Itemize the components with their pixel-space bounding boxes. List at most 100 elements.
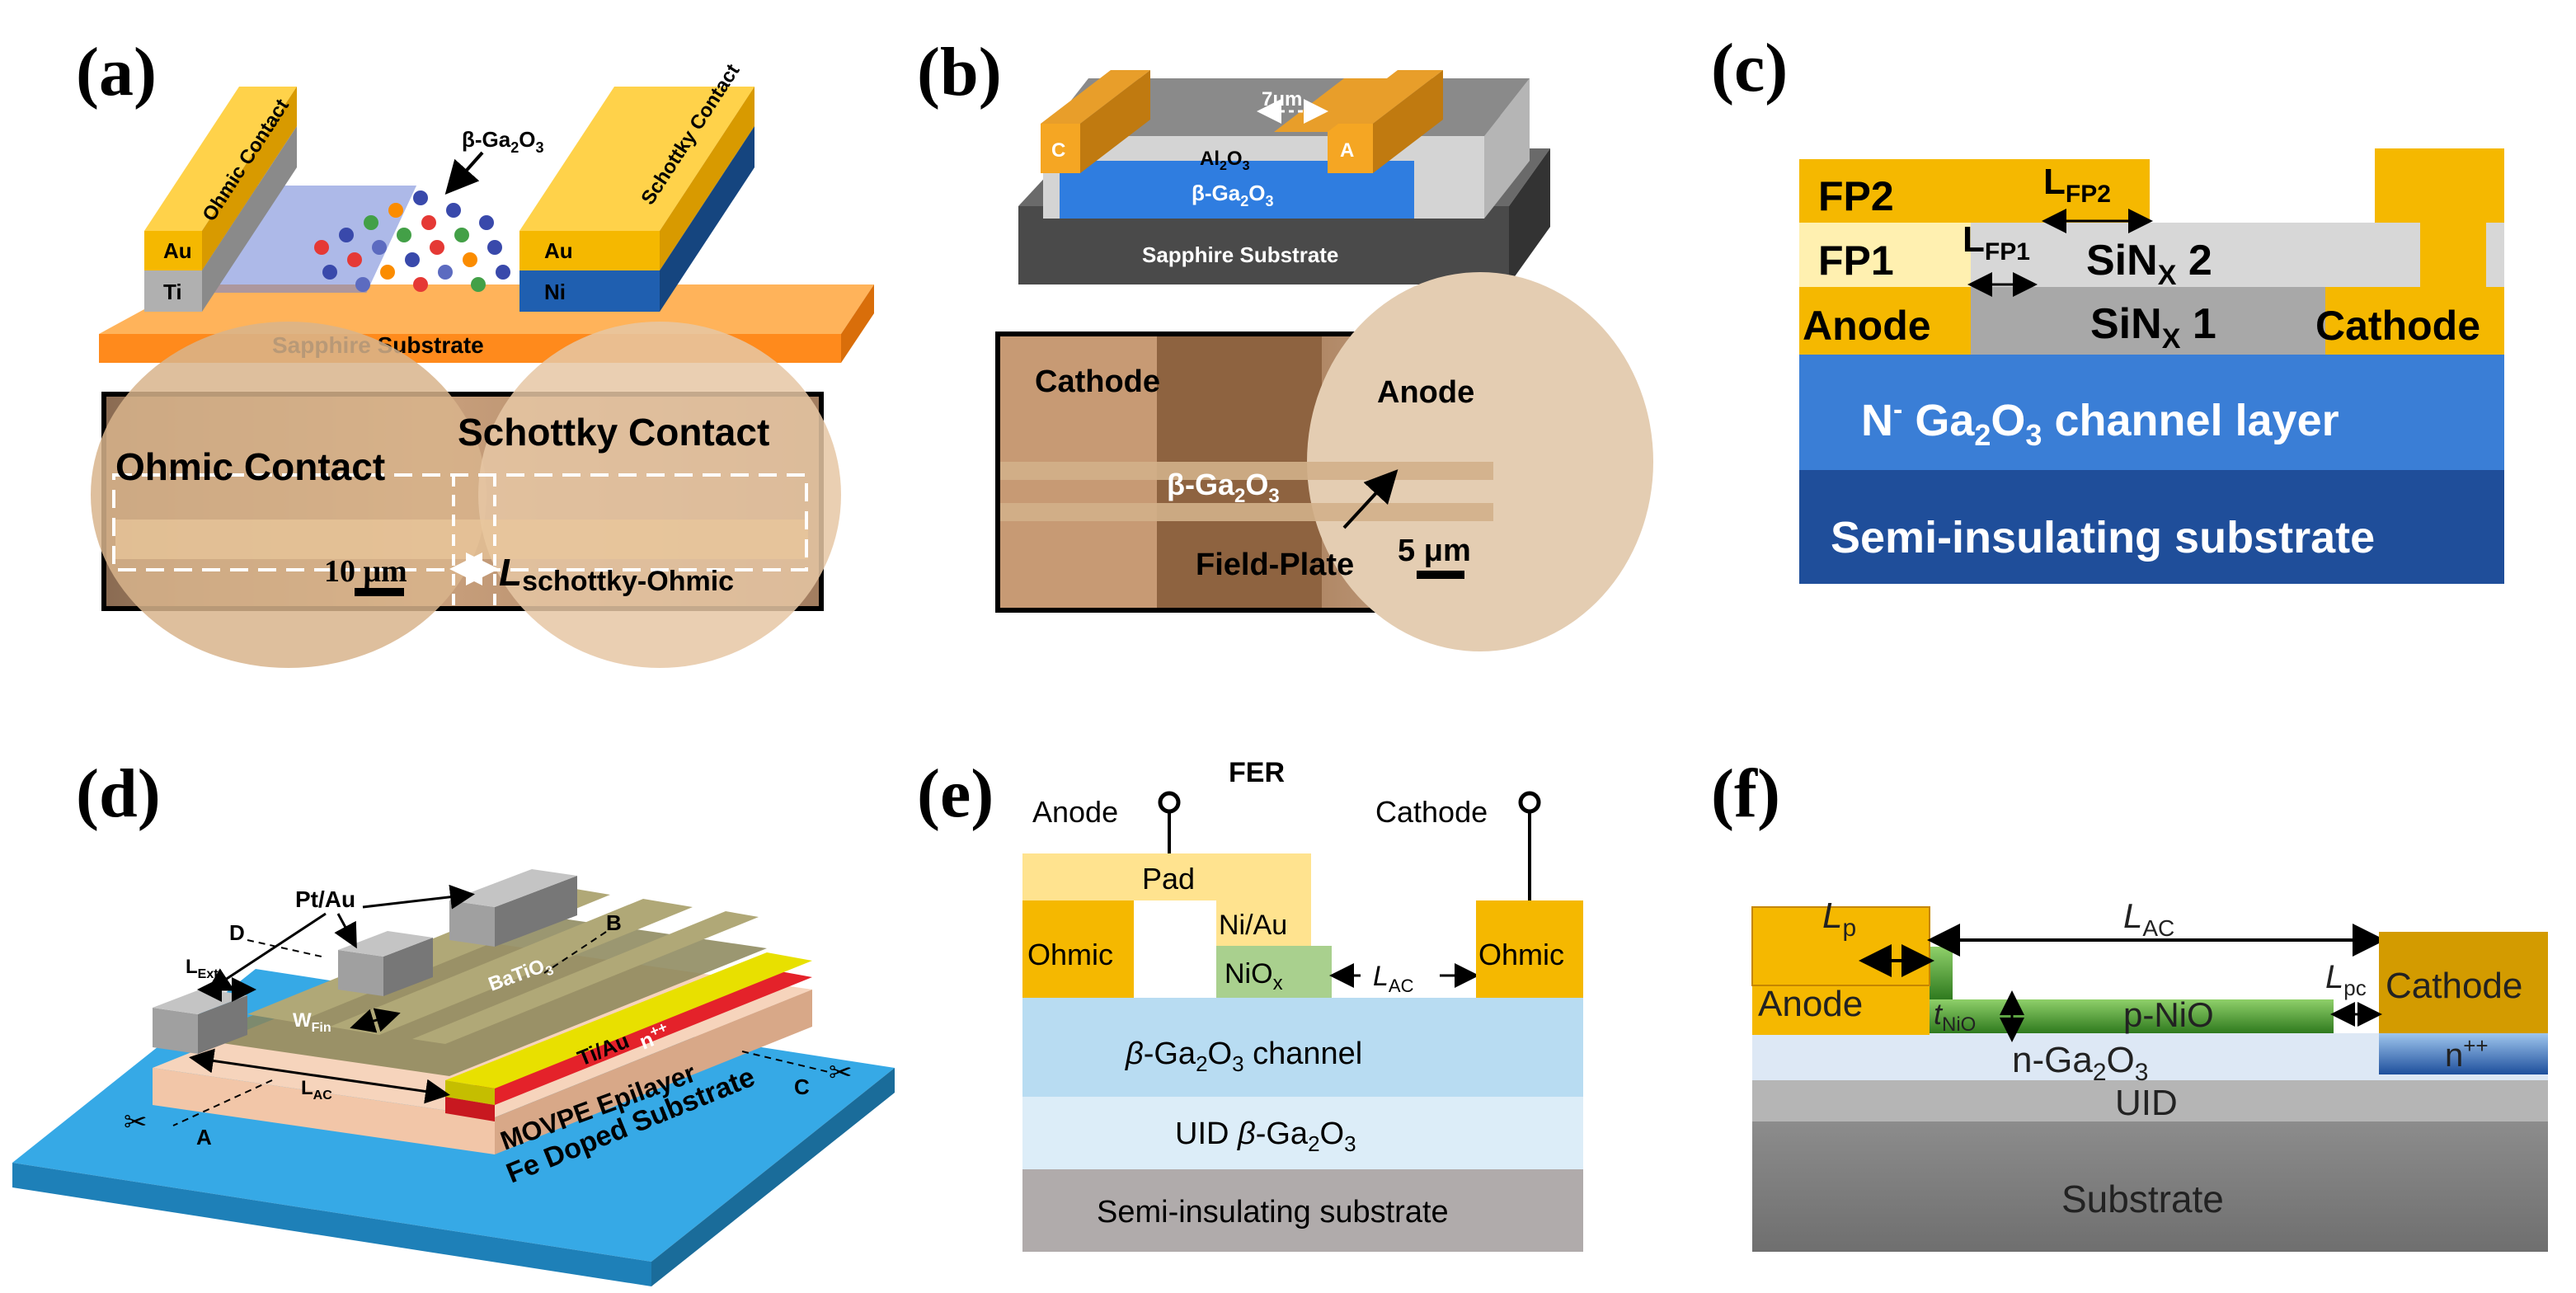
panel-a-label: (a) xyxy=(76,34,157,110)
d-scissors-c: ✂ xyxy=(829,1057,853,1088)
f-pnio xyxy=(1862,999,2334,1033)
b-gap-label: 7μm xyxy=(1262,88,1302,110)
e-pad xyxy=(1022,853,1311,900)
c-sinx1-label: SiNX 1 xyxy=(2090,300,2216,355)
e-substrate xyxy=(1022,1169,1583,1252)
c-sinx1 xyxy=(1971,287,2325,355)
panel-d-label: (d) xyxy=(76,755,161,832)
a-ga2o3-label: β-Ga2O3 xyxy=(462,127,543,156)
b-electrode-c-label: C xyxy=(1051,139,1065,162)
e-niox-label: NiOx xyxy=(1225,958,1283,994)
e-fer-label: FER xyxy=(1229,757,1285,788)
f-cathode xyxy=(2379,932,2548,1033)
panel-f-label: (f) xyxy=(1711,755,1780,832)
e-niox xyxy=(1216,946,1332,998)
a-photo-schottky-label: Schottky Contact xyxy=(458,411,769,454)
f-anode-label: Anode xyxy=(1758,984,1863,1024)
b-photo-cathode-label: Cathode xyxy=(1035,364,1160,399)
e-substrate-label: Semi-insulating substrate xyxy=(1097,1195,1449,1230)
c-fp1 xyxy=(1799,223,1971,287)
b-photo-scale-label: 5 μm xyxy=(1398,534,1471,568)
a-photo-scale-label: 10 μm xyxy=(324,554,407,589)
panel-e: (e) FER Anode Cathode β-Ga2O3 channel UI… xyxy=(917,755,1583,1252)
f-cathode-label: Cathode xyxy=(2386,966,2522,1006)
f-tnio-label: tNiO xyxy=(1934,997,1976,1036)
e-uid xyxy=(1022,1097,1583,1169)
a-substrate-side xyxy=(841,284,874,363)
f-uid xyxy=(1752,1080,2548,1121)
f-lp-label: Lp xyxy=(1822,896,1856,942)
e-niau xyxy=(1216,900,1311,946)
a-substrate-top xyxy=(99,284,874,334)
a-ti-front xyxy=(144,270,202,312)
e-pad-label: Pad xyxy=(1142,862,1195,896)
f-pnio-label: p-NiO xyxy=(2123,995,2214,1034)
a-photo-scalebar xyxy=(355,588,404,596)
c-channel xyxy=(1799,355,2504,470)
a-ni-front xyxy=(519,270,660,312)
e-lac-label: LAC xyxy=(1373,961,1414,996)
d-ptau-label: Pt/Au xyxy=(295,886,355,912)
c-substrate-label: Semi-insulating substrate xyxy=(1831,513,2375,562)
b-sapphire-label: Sapphire Substrate xyxy=(1142,242,1338,267)
a-photo: Ohmic Contact Schottky Contact 10 μm Lsc… xyxy=(91,322,841,668)
panel-e-label: (e) xyxy=(917,755,994,832)
a-ga2o3-arrow xyxy=(444,151,484,195)
e-ohmic-right-label: Ohmic xyxy=(1478,938,1564,971)
a-ti-label: Ti xyxy=(163,280,182,304)
panel-c-label: (c) xyxy=(1711,30,1788,106)
panel-b-label: (b) xyxy=(917,34,1002,110)
e-channel xyxy=(1022,998,1583,1097)
a-photo-length-label: Lschottky-Ohmic xyxy=(499,551,734,597)
c-anode xyxy=(1799,287,1971,355)
b-electrode-c xyxy=(1041,124,1080,173)
b-electrode-a-label: A xyxy=(1340,139,1354,162)
e-channel-label: β-Ga2O3 channel xyxy=(1125,1037,1362,1076)
f-lac-label: LAC xyxy=(2123,896,2174,941)
a-au-left-front xyxy=(144,231,202,270)
a-ohmic-top xyxy=(144,87,297,231)
e-ohmic-left-label: Ohmic xyxy=(1027,938,1113,971)
f-anode xyxy=(1752,985,1930,1035)
a-schottky-top xyxy=(519,87,754,231)
e-anode-label: Anode xyxy=(1032,795,1118,829)
c-lfp2-label: LFP2 xyxy=(2043,162,2111,208)
panel-f: (f) Substrate UID n-Ga2O3 p-NiO Anode Lp… xyxy=(1711,755,2548,1252)
b-al2o3-label: Al2O3 xyxy=(1200,148,1250,173)
f-substrate-label: Substrate xyxy=(2061,1178,2224,1220)
d-wfin-label: WFin xyxy=(293,1009,331,1035)
d-tiau xyxy=(445,952,812,1088)
c-sinx2-label: SiNX 2 xyxy=(2086,237,2212,291)
e-ohmic-right xyxy=(1476,900,1583,998)
e-anode-terminal xyxy=(1158,791,1181,814)
d-c-label: C xyxy=(794,1074,810,1099)
b-photo-ga2o3-label: β-Ga2O3 xyxy=(1167,468,1280,507)
a-photo-ohmic-label: Ohmic Contact xyxy=(115,445,385,488)
f-substrate xyxy=(1752,1121,2548,1252)
a-au-right-label: Au xyxy=(544,238,573,263)
b-photo-anode-label: Anode xyxy=(1377,375,1474,410)
e-uid-label: UID β-Ga2O3 xyxy=(1175,1117,1356,1156)
panel-d: (d) Fe Doped Substrate MOVPE Epilayer n+… xyxy=(12,755,895,1286)
d-lac-arrow xyxy=(189,1048,450,1104)
c-sinx2 xyxy=(1971,223,2420,287)
e-ohmic-left xyxy=(1022,900,1134,998)
f-npp xyxy=(2379,1033,2548,1074)
e-niau-label: Ni/Au xyxy=(1219,910,1287,941)
b-electrode-a xyxy=(1328,124,1373,173)
c-cathode xyxy=(2325,287,2504,355)
a-ni-label: Ni xyxy=(544,280,566,304)
d-b-label: B xyxy=(606,910,622,935)
b-ga2o3-label: β-Ga2O3 xyxy=(1192,181,1273,209)
d-scissors-a: ✂ xyxy=(124,1107,148,1138)
f-lpc-label: Lpc xyxy=(2325,959,2367,1000)
f-ngao-label: n-Ga2O3 xyxy=(2012,1040,2148,1086)
panel-a: (a) Sapphire Substrate β-Ga2O3 xyxy=(76,34,874,668)
e-cathode-terminal xyxy=(1518,791,1541,814)
b-photo-scalebar xyxy=(1417,571,1464,579)
d-lac-label: LAC xyxy=(301,1077,332,1103)
c-cathode-label: Cathode xyxy=(2315,303,2480,349)
panel-c: (c) Semi-insulating substrate N- Ga2O3 c… xyxy=(1711,30,2504,584)
f-uid-label: UID xyxy=(2115,1083,2178,1123)
